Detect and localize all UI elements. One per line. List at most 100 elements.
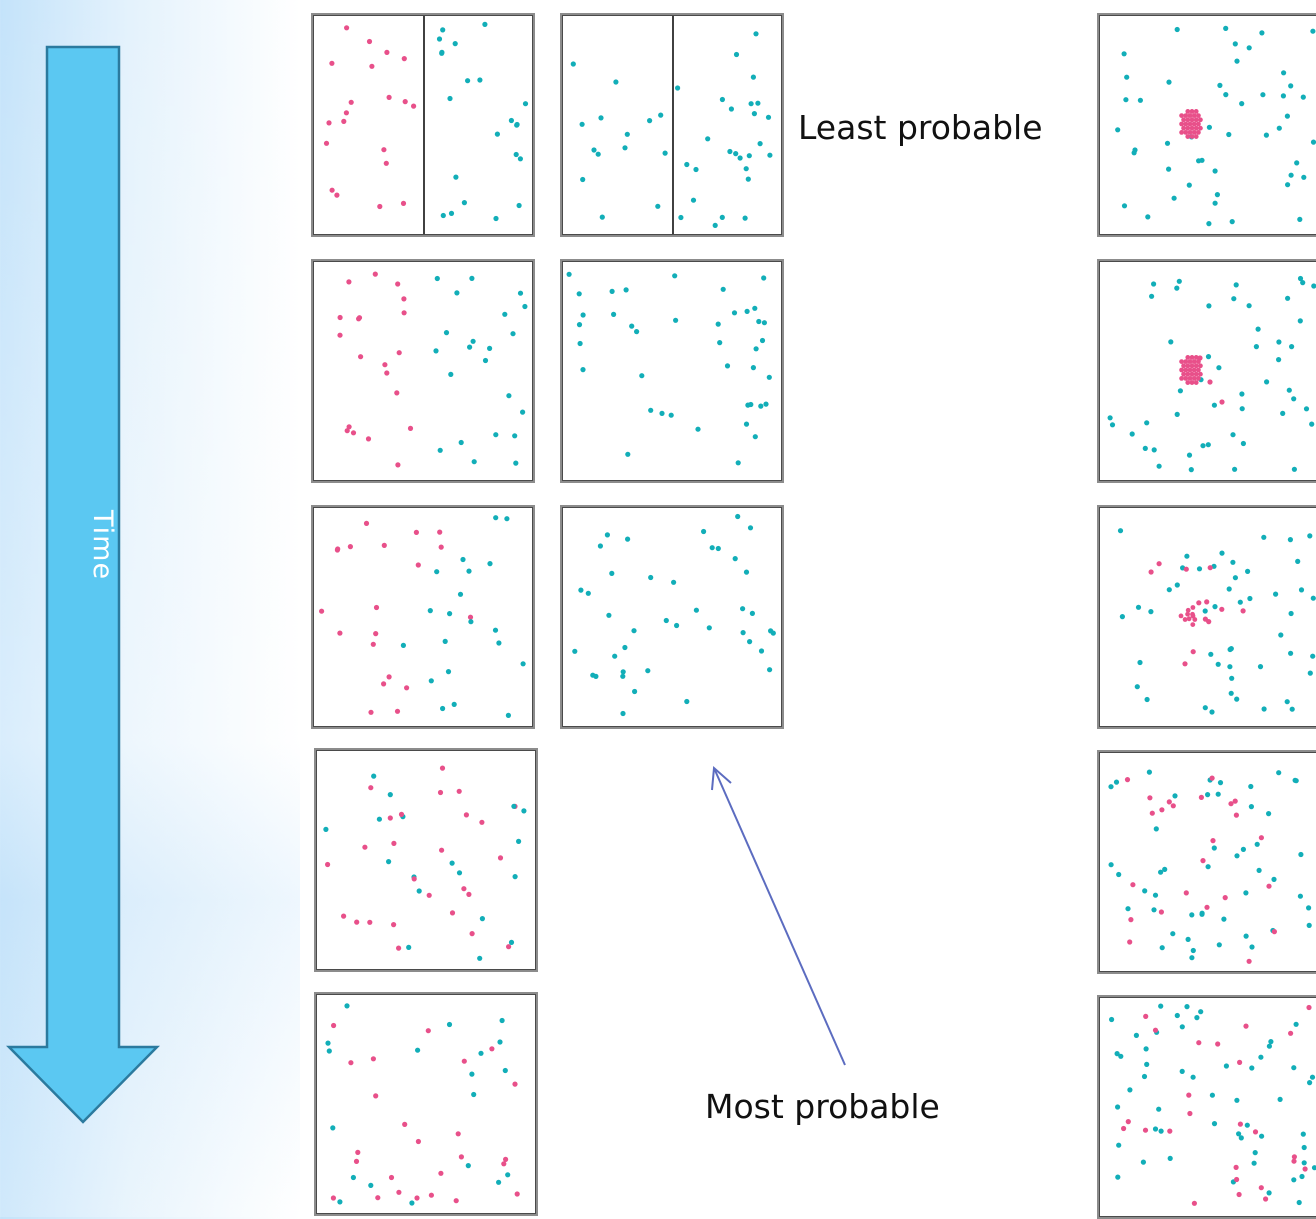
panel-left-a-2 xyxy=(311,259,535,483)
pink-particle xyxy=(396,350,402,356)
teal-particle xyxy=(1148,609,1154,615)
pink-particle xyxy=(329,60,335,66)
teal-particle xyxy=(458,439,464,446)
teal-particle xyxy=(466,568,472,574)
teal-particle xyxy=(1239,406,1245,412)
teal-particle xyxy=(1288,610,1294,617)
teal-particle xyxy=(1295,558,1301,564)
pink-particle xyxy=(381,147,387,153)
teal-particle xyxy=(1306,905,1312,911)
pink-particle xyxy=(1193,355,1199,360)
teal-particle xyxy=(1300,1131,1306,1137)
pink-particle xyxy=(1191,113,1197,118)
teal-particle xyxy=(457,591,464,597)
teal-particle xyxy=(647,118,653,124)
pink-particle xyxy=(1190,611,1195,617)
teal-particle xyxy=(1285,182,1291,188)
teal-particle xyxy=(1291,466,1297,472)
teal-particle xyxy=(731,310,738,316)
teal-particle xyxy=(1202,608,1208,614)
pink-particle xyxy=(1193,125,1199,131)
pink-particle xyxy=(383,160,389,166)
teal-particle xyxy=(624,131,630,137)
pink-particle xyxy=(398,811,405,817)
pink-particle xyxy=(439,765,446,771)
teal-particle xyxy=(1174,411,1180,417)
teal-particle xyxy=(1285,295,1291,301)
teal-particle xyxy=(625,536,631,542)
teal-particle xyxy=(493,432,499,438)
teal-particle xyxy=(506,393,512,399)
pink-particle xyxy=(1271,929,1277,935)
teal-particle xyxy=(520,409,526,415)
pink-particle xyxy=(1209,775,1215,781)
pink-particle xyxy=(395,281,401,287)
teal-particle xyxy=(368,1182,374,1188)
panel-left-b-3 xyxy=(560,505,784,729)
teal-particle xyxy=(1124,74,1130,80)
pink-particle xyxy=(355,1149,361,1155)
teal-particle xyxy=(1310,139,1316,145)
teal-particle xyxy=(1212,604,1218,610)
teal-particle xyxy=(1211,845,1217,851)
teal-particle xyxy=(695,426,701,432)
teal-particle xyxy=(611,311,617,317)
pink-particle xyxy=(1302,1166,1308,1172)
teal-particle xyxy=(1116,1142,1122,1148)
pink-particle xyxy=(1190,622,1196,627)
teal-particle xyxy=(1273,591,1279,597)
teal-particle xyxy=(1174,26,1180,33)
teal-particle xyxy=(387,792,393,798)
pink-particle xyxy=(415,1138,421,1145)
pink-particle xyxy=(375,1195,381,1201)
pink-particle xyxy=(1193,109,1199,114)
teal-particle xyxy=(1244,1122,1250,1128)
pink-particle xyxy=(512,1081,518,1087)
panel-left-a-4 xyxy=(314,748,538,972)
teal-particle xyxy=(747,639,753,645)
teal-particle xyxy=(1189,912,1195,918)
pink-particle xyxy=(347,544,353,550)
teal-particle xyxy=(499,1017,505,1024)
teal-particle xyxy=(434,569,440,575)
teal-particle xyxy=(452,41,458,47)
pink-particle xyxy=(1198,117,1203,123)
pink-particle xyxy=(461,1058,467,1064)
pink-particle xyxy=(438,1170,444,1176)
teal-particle xyxy=(1170,931,1176,937)
teal-particle xyxy=(1268,1039,1274,1045)
pink-particle xyxy=(1196,376,1201,381)
teal-particle xyxy=(751,111,757,117)
teal-particle xyxy=(1276,357,1282,363)
pink-particle xyxy=(1207,565,1213,571)
teal-particle xyxy=(1137,659,1143,666)
teal-particle xyxy=(1206,303,1212,309)
teal-particle xyxy=(1298,587,1305,593)
teal-particle xyxy=(1119,614,1125,620)
teal-particle xyxy=(1144,696,1150,703)
teal-particle xyxy=(747,525,754,531)
pink-particle xyxy=(344,25,350,31)
teal-particle xyxy=(585,590,591,596)
teal-particle xyxy=(752,305,758,311)
pink-particle xyxy=(1185,363,1191,369)
pink-particle xyxy=(1198,794,1204,800)
teal-particle xyxy=(416,888,422,894)
pink-particle xyxy=(1185,109,1191,114)
pink-particle xyxy=(1222,895,1228,901)
teal-particle xyxy=(733,151,739,157)
pink-particle xyxy=(514,1191,520,1197)
teal-particle xyxy=(1227,664,1233,670)
teal-particle xyxy=(727,148,733,155)
teal-particle xyxy=(728,106,734,112)
pink-particle xyxy=(501,1161,507,1167)
teal-particle xyxy=(748,101,754,107)
pink-particle xyxy=(1237,1059,1243,1065)
teal-particle xyxy=(598,115,604,121)
pink-particle xyxy=(1143,1013,1149,1019)
teal-particle xyxy=(1166,587,1172,593)
teal-particle xyxy=(1211,1121,1218,1127)
teal-particle xyxy=(1176,278,1182,284)
pink-particle xyxy=(391,922,397,928)
teal-particle xyxy=(478,1050,484,1056)
